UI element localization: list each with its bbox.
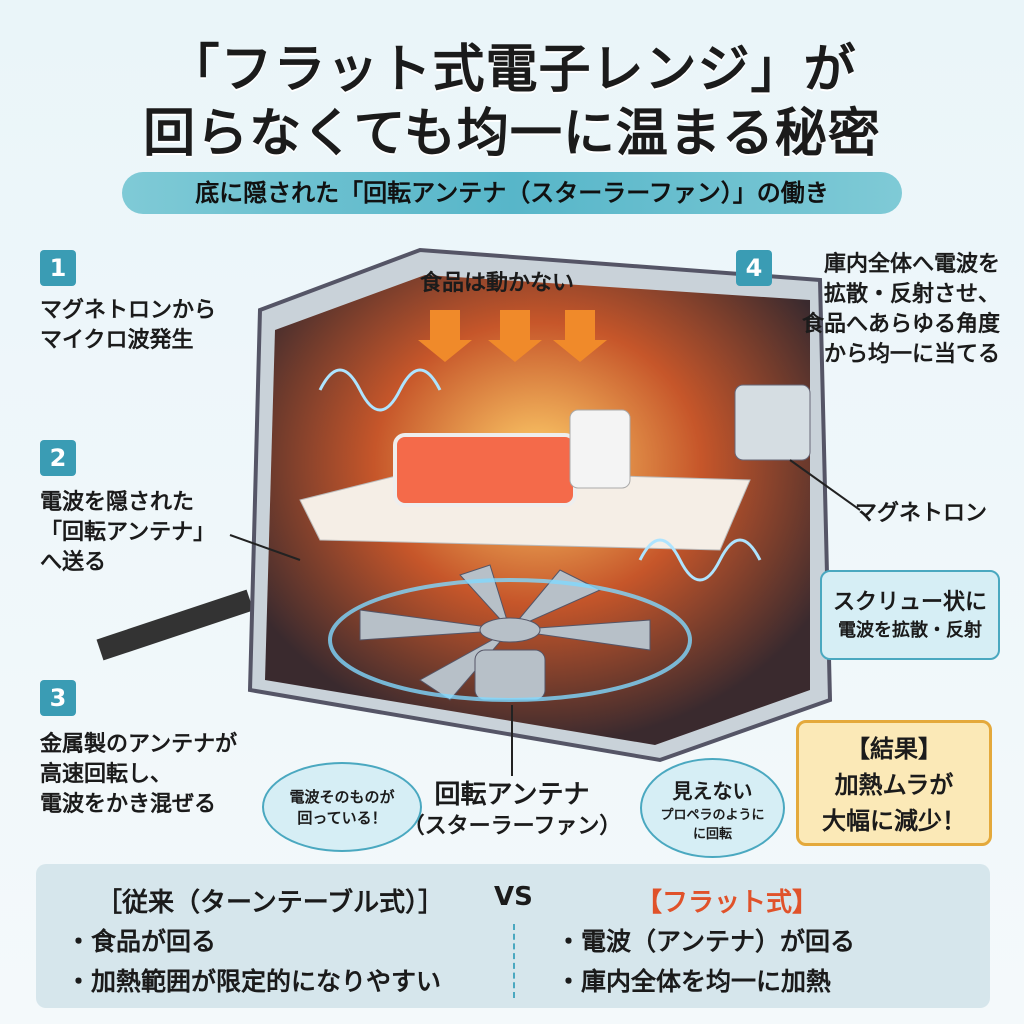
antenna-label-main: 回転アンテナ <box>434 780 590 810</box>
step-1-text: マグネトロンから マイクロ波発生 <box>40 298 217 353</box>
bubble-text: 見えない <box>672 778 753 803</box>
list-item: ・電波（アンテナ）が回る <box>556 927 856 956</box>
step-4-badge: 4 <box>736 250 772 286</box>
title-line-1: 「フラット式電子レンジ」が <box>167 40 857 100</box>
bubble-text: に回転 <box>692 826 732 842</box>
wave-itself-bubble: 電波そのものが 回っている！ <box>262 762 422 852</box>
flat-list: ・電波（アンテナ）が回る ・庫内全体を均一に加熱 <box>556 922 855 1002</box>
magnetron-box <box>734 384 811 461</box>
step-1-badge: 1 <box>40 250 76 286</box>
subtitle-banner: 底に隠された「回転アンテナ（スターラーファン）」の働き <box>122 172 902 214</box>
casserole-dish <box>393 433 577 507</box>
result-box: 【結果】 加熱ムラが 大幅に減少！ <box>796 720 992 846</box>
bubble-text: 回っている！ <box>297 809 387 827</box>
turntable-heading: ［従来（ターンテーブル式）］ <box>96 888 445 918</box>
turntable-list: ・食品が回る ・加熱範囲が限定的になりやすい <box>66 922 441 1002</box>
antenna-label-sub: （スターラーファン） <box>402 814 622 839</box>
vs-label: VS <box>494 882 533 912</box>
step-3-badge: 3 <box>40 680 76 716</box>
step-2-text: 電波を隠された 「回転アンテナ」 へ送る <box>40 490 216 575</box>
power-cord <box>96 589 254 661</box>
step-2-pointer <box>229 534 301 561</box>
wave-line <box>638 538 762 582</box>
step-4-text: 庫内全体へ電波を 拡散・反射させ、 食品へあらゆる角度 から均一に当てる <box>801 252 1000 367</box>
result-text: 大幅に減少！ <box>822 807 966 835</box>
page-title: 「フラット式電子レンジ」が 回らなくても均一に温まる秘密 <box>0 38 1024 166</box>
flat-heading: 【フラット式】 <box>636 888 819 918</box>
list-item: ・食品が回る <box>66 927 217 956</box>
food-static-label: 食品は動かない <box>420 271 575 296</box>
bubble-text: プロペラのように <box>660 807 765 823</box>
rotation-ring <box>328 578 692 702</box>
list-item: ・庫内全体を均一に加熱 <box>556 967 832 996</box>
bubble-text: 電波そのものが <box>289 788 395 806</box>
title-line-2: 回らなくても均一に温まる秘密 <box>143 104 881 164</box>
step-2-badge: 2 <box>40 440 76 476</box>
screw-callout: スクリュー状に 電波を拡散・反射 <box>820 570 1000 660</box>
callout-text: スクリュー状に <box>832 590 987 615</box>
result-text: 加熱ムラが <box>834 771 954 799</box>
antenna-label: 回転アンテナ （スターラーファン） <box>392 778 632 842</box>
result-heading: 【結果】 <box>846 735 942 763</box>
divider <box>513 924 515 998</box>
callout-text: 電波を拡散・反射 <box>838 620 982 641</box>
wave-line <box>318 368 442 412</box>
magnetron-pointer <box>789 459 861 511</box>
comparison-panel: ［従来（ターンテーブル式）］ VS 【フラット式】 ・食品が回る ・加熱範囲が限… <box>36 864 990 1008</box>
list-item: ・加熱範囲が限定的になりやすい <box>66 967 442 996</box>
step-3-text: 金属製のアンテナが 高速回転し、 電波をかき混ぜる <box>40 732 238 817</box>
magnetron-label: マグネトロン <box>855 501 988 526</box>
mug <box>569 409 631 489</box>
down-arrows <box>418 310 607 362</box>
invisible-propeller-bubble: 見えない プロペラのように に回転 <box>640 758 785 858</box>
